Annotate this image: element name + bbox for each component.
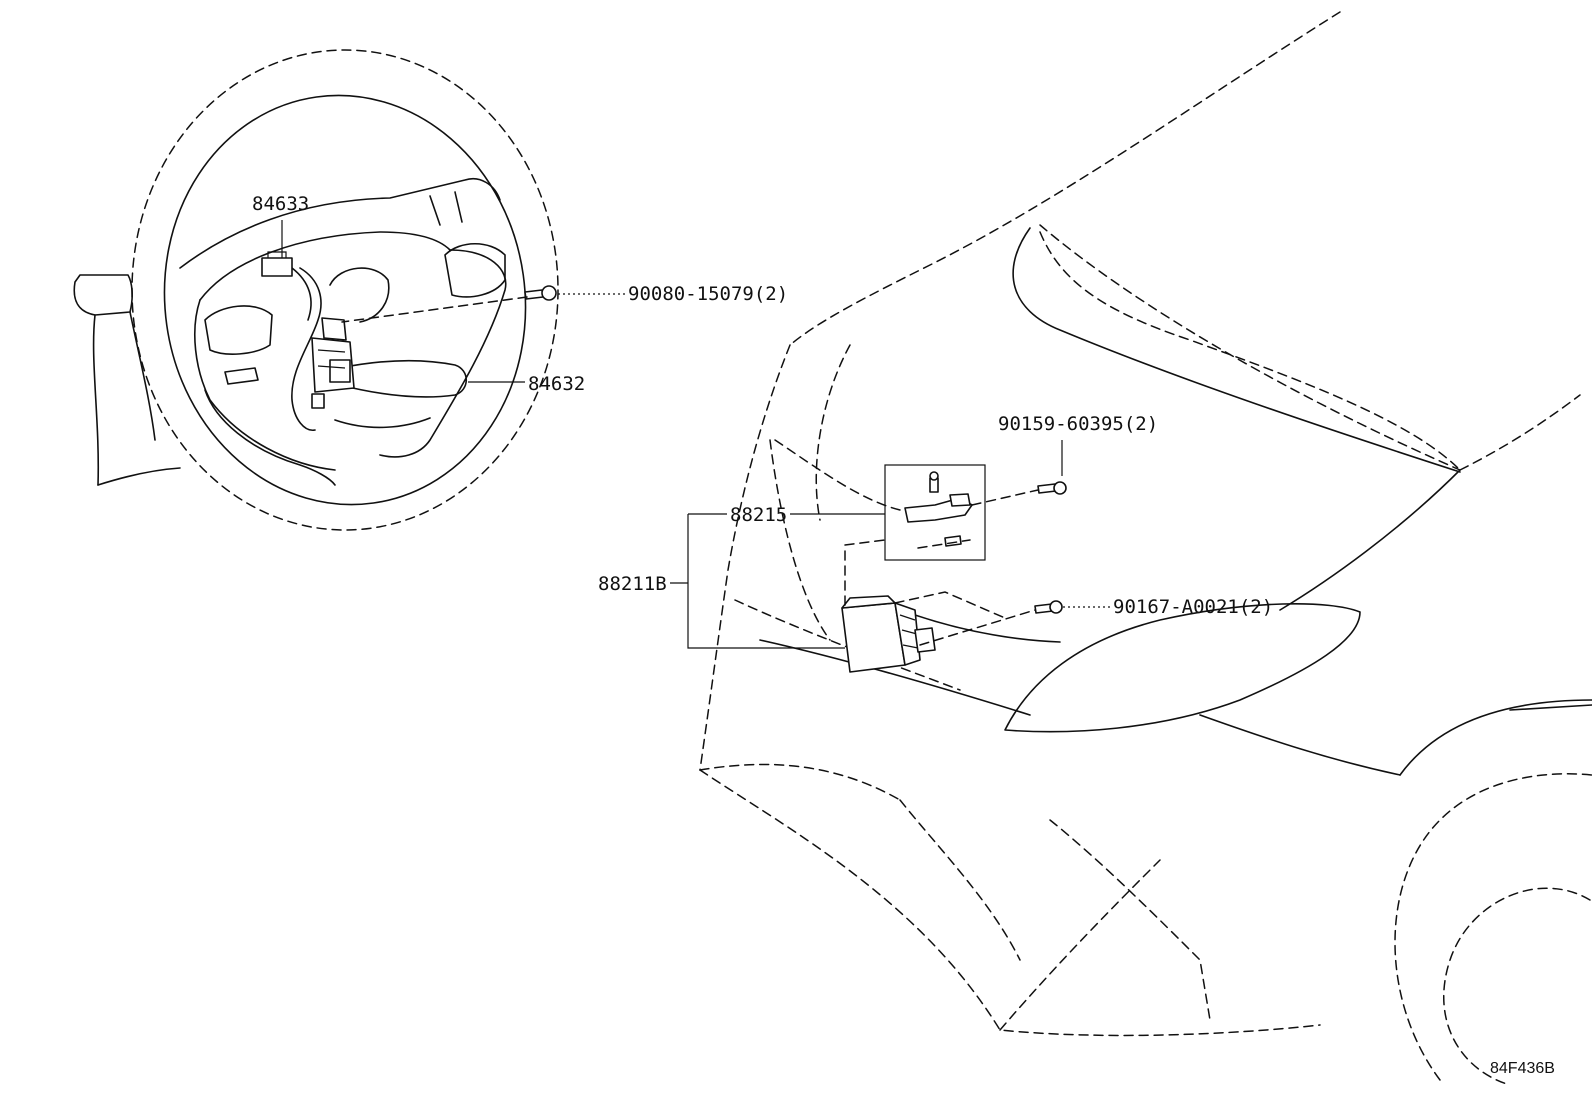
bolt-90167-part [1034,600,1063,614]
callout-leaders [281,220,1110,649]
label-88211b: 88211B [598,573,667,595]
radar-sensor-88211b-part [841,595,936,673]
switch-assembly-84632-part [311,317,355,409]
bolt-90159-part [1037,481,1067,495]
bracket-detail-box [884,464,986,561]
label-90080-15079: 90080-15079(2) [628,283,788,305]
label-84633: 84633 [252,193,309,215]
vehicle-front-illustration [699,11,1592,1086]
label-90167-a0021: 90167-A0021(2) [1113,596,1273,618]
connector-84633-part [261,257,293,277]
steering-wheel-illustration [73,49,559,531]
label-84632: 84632 [528,373,585,395]
label-88215: 88215 [730,504,787,526]
figure-reference-code: 84F436B [1490,1060,1555,1077]
label-90159-60395: 90159-60395(2) [998,413,1158,435]
bolt-90080-part [524,285,557,301]
bracket-88215-part [904,471,973,547]
